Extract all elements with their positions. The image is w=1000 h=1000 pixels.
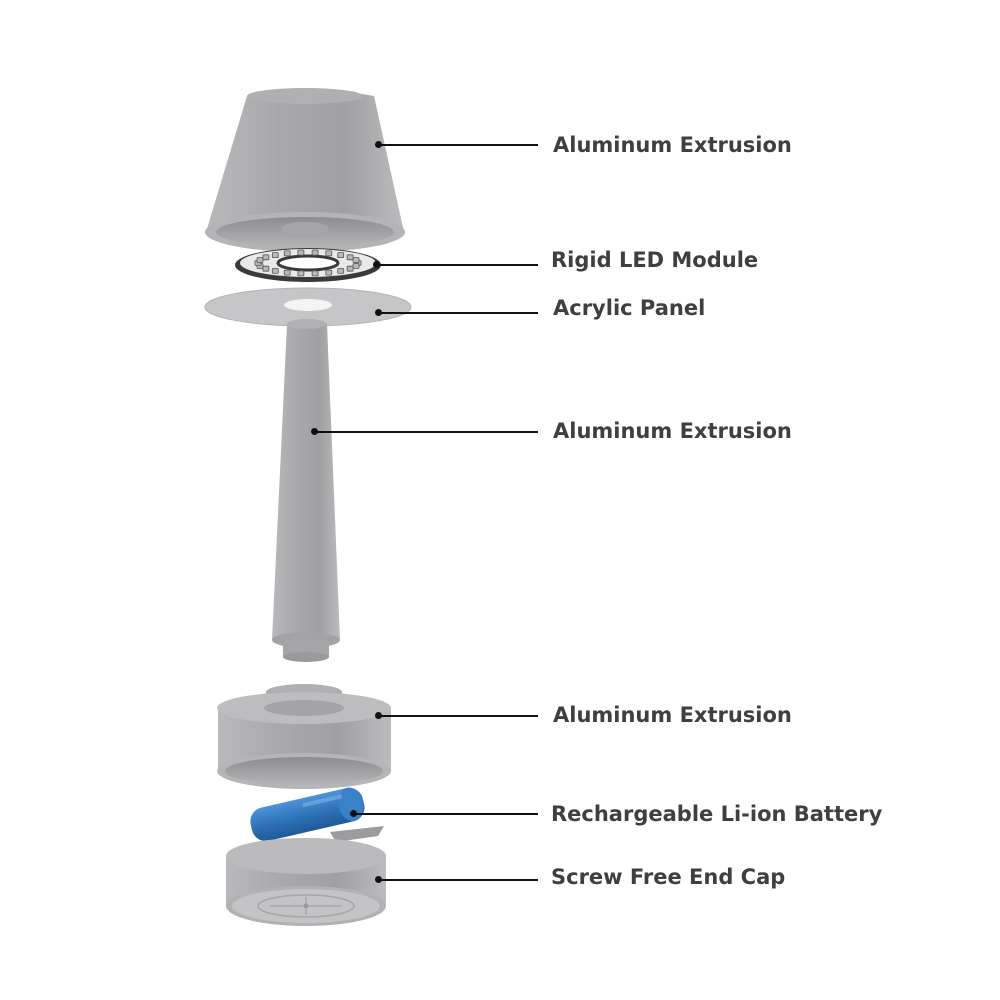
led-chip <box>337 267 345 274</box>
end-cap <box>226 838 386 926</box>
led-chip <box>297 270 305 277</box>
led-chip <box>262 254 270 261</box>
leader-line-shade <box>378 144 538 146</box>
leader-line-base <box>378 715 538 717</box>
led-chip <box>283 250 291 257</box>
leader-line-stem <box>314 431 538 433</box>
lamp-shade <box>205 88 405 252</box>
led-chip <box>352 257 360 263</box>
leader-line-led <box>376 264 538 266</box>
led-chip <box>297 249 305 256</box>
led-chip <box>337 252 345 259</box>
led-chip <box>346 265 354 272</box>
led-chip <box>311 249 319 256</box>
led-chip <box>352 263 360 269</box>
label-stem: Aluminum Extrusion <box>553 419 792 443</box>
label-end-cap: Screw Free End Cap <box>551 865 786 889</box>
led-chip <box>325 269 333 276</box>
led-chip <box>256 257 264 263</box>
led-chip <box>271 267 279 274</box>
label-base: Aluminum Extrusion <box>553 703 792 727</box>
base-cylinder <box>217 684 391 789</box>
led-chip <box>283 269 291 276</box>
leader-line-panel <box>378 312 538 314</box>
label-led-module: Rigid LED Module <box>551 248 759 272</box>
led-chip <box>311 270 319 277</box>
led-chip <box>271 252 279 259</box>
led-chip <box>262 265 270 272</box>
leader-line-endcap <box>378 879 538 881</box>
stem-tube <box>272 319 340 662</box>
acrylic-panel <box>204 287 412 327</box>
led-chip <box>325 250 333 257</box>
led-chip <box>346 254 354 261</box>
label-battery: Rechargeable Li-ion Battery <box>551 802 883 826</box>
leader-line-battery <box>353 813 538 815</box>
label-shade: Aluminum Extrusion <box>553 133 792 157</box>
led-module <box>235 248 381 282</box>
label-acrylic-panel: Acrylic Panel <box>553 296 706 320</box>
